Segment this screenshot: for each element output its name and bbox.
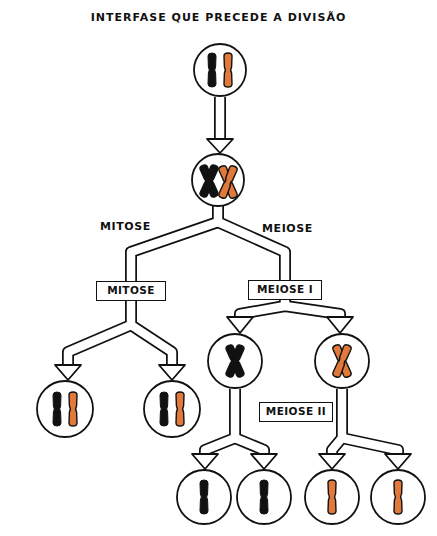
- box-label: MEIOSE II: [266, 406, 326, 418]
- diagram-title: INTERFASE QUE PRECEDE A DIVISÃO: [0, 12, 437, 24]
- branch-label: MITOSE: [100, 221, 151, 233]
- process-box: MEIOSE II: [259, 402, 333, 422]
- box-label: MITOSE: [107, 285, 155, 297]
- process-box: MEIOSE I: [248, 280, 322, 300]
- cell: [37, 44, 425, 524]
- process-box: MITOSE: [96, 281, 166, 301]
- arrow-band: [68, 96, 398, 456]
- chromosome: [53, 53, 402, 514]
- arrow-head: [55, 139, 411, 469]
- box-label: MEIOSE I: [257, 284, 313, 296]
- branch-label: MEIOSE: [262, 223, 313, 235]
